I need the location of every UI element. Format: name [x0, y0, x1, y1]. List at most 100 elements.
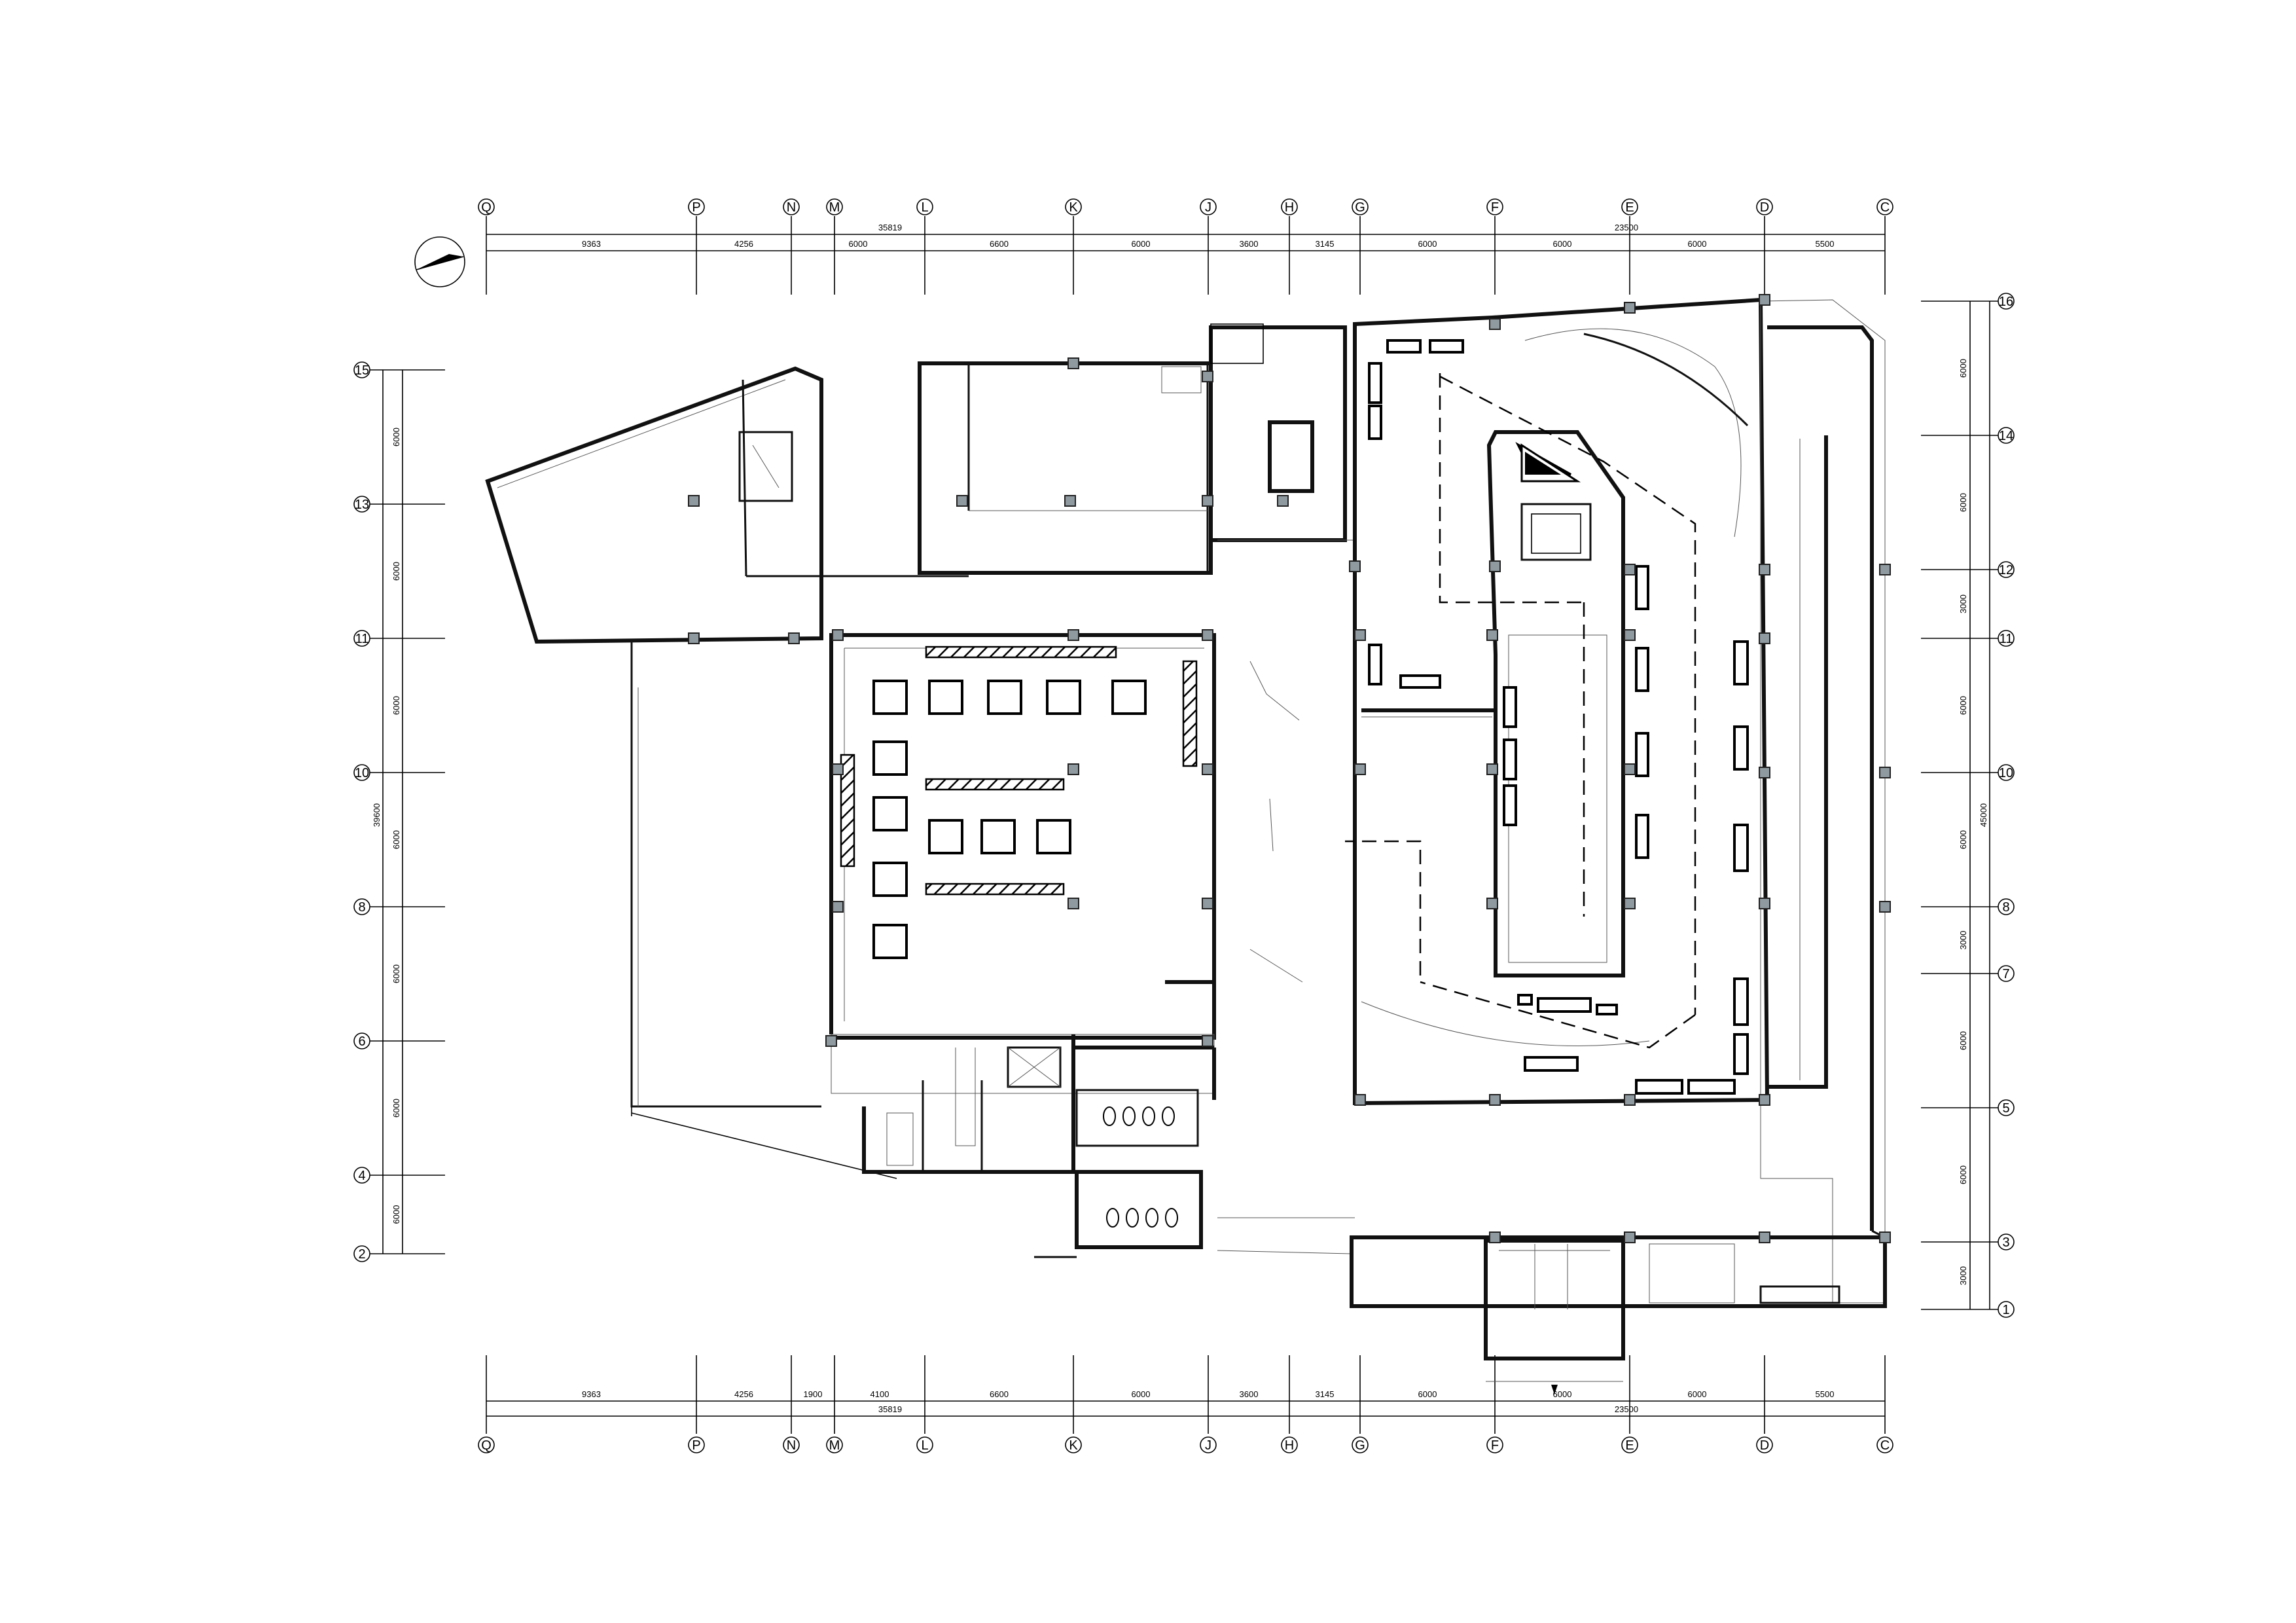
bottom-axis-C: C: [1876, 1436, 1893, 1453]
top-axis-bubble: [1876, 198, 1893, 215]
toilet-icon: [1145, 1208, 1158, 1228]
bottom-axis-L: L: [916, 1436, 933, 1453]
column: [1202, 1035, 1213, 1047]
column: [1354, 1094, 1366, 1106]
top-axis-label: F: [1491, 200, 1499, 215]
dimension-value: 9363: [582, 239, 601, 249]
display-case: [1503, 784, 1517, 826]
bottom-axis-bubble: [826, 1436, 843, 1453]
left-axis-bubble: [353, 764, 370, 781]
dimension-value: 6000: [391, 830, 401, 849]
left-axis-bubble: [353, 630, 370, 647]
bottom-axis-bubble: [1756, 1436, 1773, 1453]
top-axis-label: P: [692, 200, 700, 215]
dimension-value: 4256: [734, 1389, 753, 1399]
display-case: [1399, 674, 1441, 689]
left-axis-label: 4: [358, 1169, 365, 1183]
bottom-axis-bubble: [688, 1436, 705, 1453]
column: [1486, 898, 1498, 909]
left-axis-label: 15: [355, 363, 369, 378]
right-axis-12: 12: [1998, 561, 2015, 578]
left-axis-label: 11: [355, 632, 369, 646]
right-axis-bubble: [1998, 561, 2015, 578]
column: [1879, 564, 1891, 575]
exhibition-display-cases: [1368, 339, 1749, 1095]
top-axis-P: P: [688, 198, 705, 215]
left-axis-bubble: [353, 898, 370, 915]
left-axis-label: 8: [358, 900, 365, 915]
display-case: [1429, 339, 1464, 354]
top-axis-bubble: [1486, 198, 1503, 215]
dimension-value: 6000: [1132, 239, 1151, 249]
right-axis-label: 3: [2002, 1235, 2009, 1250]
bottom-axis-label: H: [1285, 1438, 1294, 1453]
top-axis-K: K: [1065, 198, 1082, 215]
south-service-block: [831, 1034, 1216, 1174]
display-case: [1635, 732, 1649, 777]
left-axis-11: 11: [353, 630, 370, 647]
dimension-value: 6600: [990, 1389, 1009, 1399]
display-panel: [928, 819, 963, 854]
column: [1624, 763, 1636, 775]
top-axis-N: N: [783, 198, 800, 215]
toilet-icon: [1142, 1106, 1155, 1126]
top-total-left: 35819: [878, 223, 902, 232]
left-axis-bubble: [353, 1032, 370, 1049]
bottom-axis-bubble: [478, 1436, 495, 1453]
top-axis-bubble: [1756, 198, 1773, 215]
display-case: [1537, 997, 1592, 1013]
dimension-value: 1900: [804, 1389, 823, 1399]
bottom-axis-P: P: [688, 1436, 705, 1453]
column: [1489, 1231, 1501, 1243]
structural-columns: [688, 294, 1891, 1243]
toilet-icon: [1126, 1208, 1139, 1228]
entrance-block: [1350, 1235, 1887, 1395]
display-panel: [872, 924, 908, 959]
left-axis-bubble: [353, 1167, 370, 1184]
dimension-value: 3145: [1316, 239, 1335, 249]
column: [832, 901, 844, 913]
central-corridor: [1217, 539, 1355, 1218]
right-axis-label: 12: [1999, 563, 2013, 577]
bottom-axis-G: G: [1352, 1436, 1369, 1453]
column: [1624, 629, 1636, 641]
display-case: [1368, 644, 1382, 685]
right-axis-bubble: [1998, 1301, 2015, 1318]
north-central-block: [918, 361, 1213, 575]
left-axis-label: 10: [355, 766, 369, 780]
column: [1489, 318, 1501, 330]
display-panel: [872, 680, 908, 715]
column: [1064, 495, 1076, 507]
top-axis-Q: Q: [478, 198, 495, 215]
dimension-value: 3145: [1316, 1389, 1335, 1399]
left-axis-bubble: [353, 496, 370, 513]
bottom-axis-label: L: [921, 1438, 928, 1453]
dimension-value: 6600: [990, 239, 1009, 249]
top-axis-bubble: [1200, 198, 1217, 215]
left-axis-bubble: [353, 1245, 370, 1262]
west-wing: [485, 366, 969, 644]
column: [1759, 294, 1770, 306]
dimension-value: 6000: [391, 1205, 401, 1224]
right-axis-10: 10: [1998, 764, 2015, 781]
bottom-total-right: 23500: [1615, 1404, 1638, 1414]
column: [1354, 763, 1366, 775]
right-axis-label: 8: [2002, 900, 2009, 915]
left-dimension-labels: 60006000600060006000600060003600: [390, 0, 409, 1224]
display-case: [1368, 362, 1382, 404]
bottom-axis-label: F: [1491, 1438, 1499, 1453]
left-axis-13: 13: [353, 496, 370, 513]
display-case: [1733, 1033, 1749, 1075]
bottom-axis-D: D: [1756, 1436, 1773, 1453]
right-axis-bubble: [1998, 630, 2015, 647]
right-axis-bubble: [1998, 965, 2015, 982]
display-case: [1386, 339, 1422, 354]
right-axis-bubble: [1998, 1099, 2015, 1116]
column: [688, 632, 700, 644]
display-case: [1635, 647, 1649, 692]
left-axis-10: 10: [353, 764, 370, 781]
top-axis-bubble: [783, 198, 800, 215]
